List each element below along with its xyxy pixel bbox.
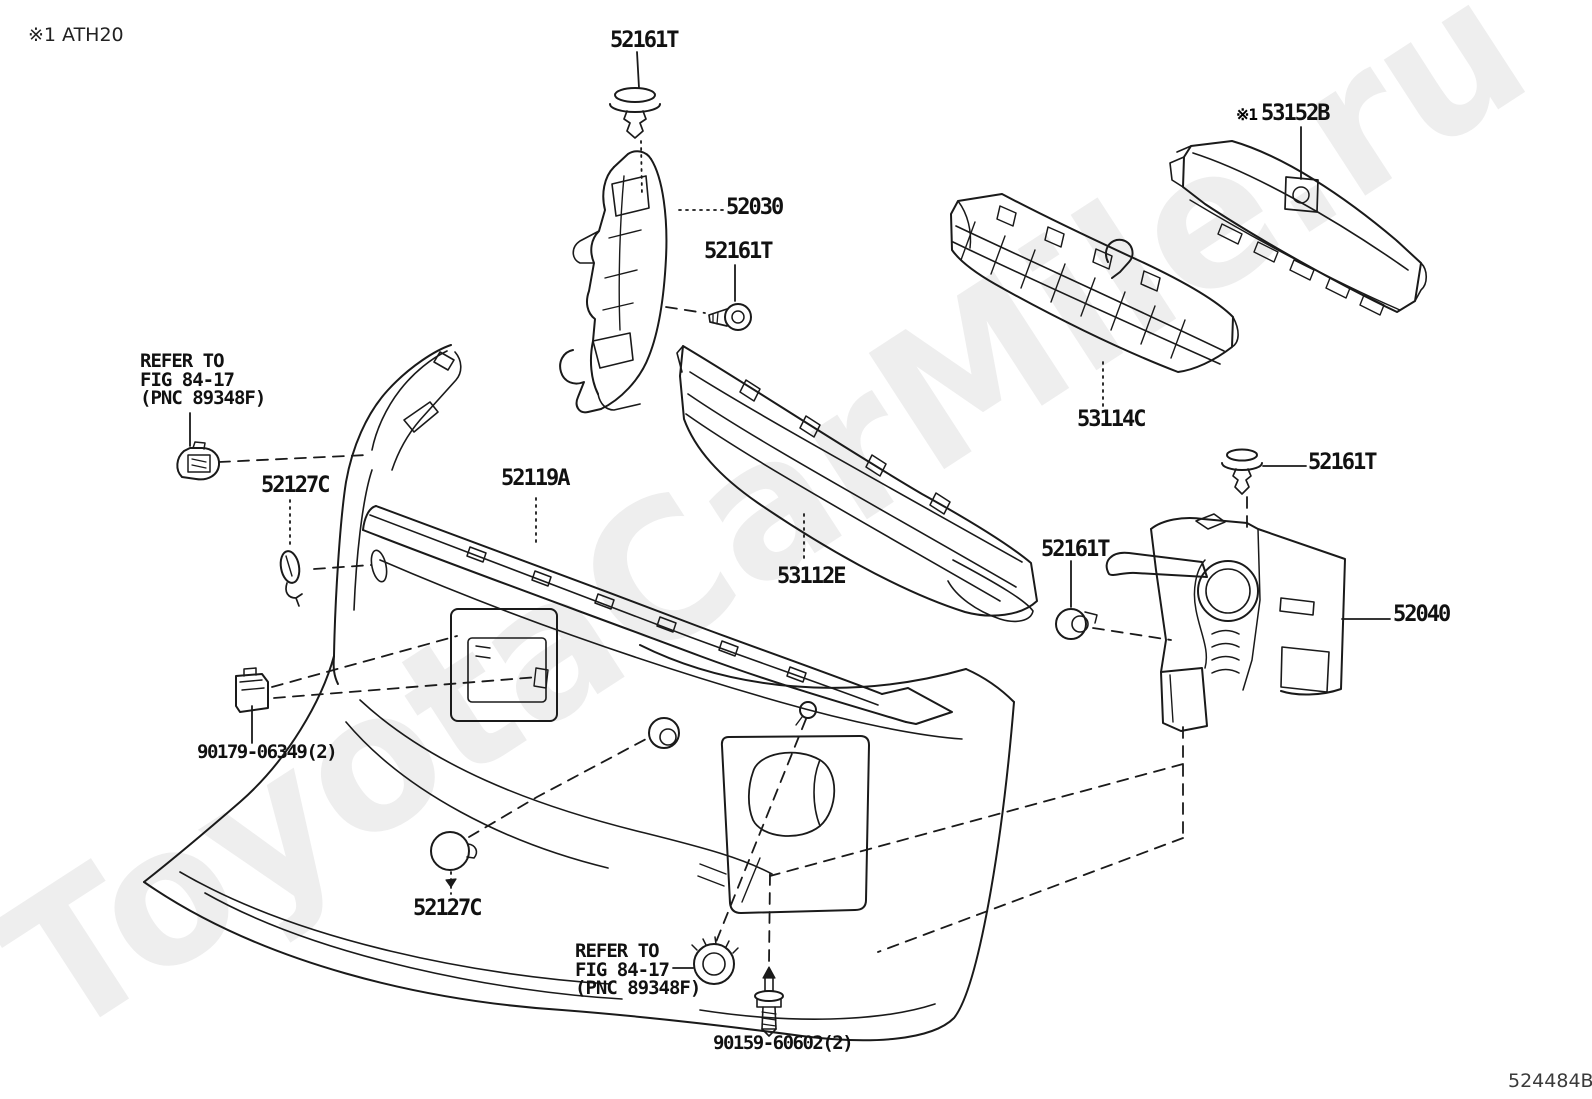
label-license-clip-90179: 90179-06349(2) bbox=[197, 741, 338, 763]
label-fog-bracket-52040: 52040 bbox=[1393, 602, 1451, 627]
leader-lines-dotted bbox=[289, 140, 1104, 895]
drawing-code: 524484B bbox=[1508, 1070, 1592, 1092]
bumper-retainer-ring-icon bbox=[691, 936, 739, 985]
hole-cover-bottom-icon bbox=[430, 831, 478, 888]
refer-note-bottom-line1: REFER TO bbox=[575, 940, 660, 962]
label-clip-mid: 52161T bbox=[704, 239, 773, 264]
refer-note-bottom: REFER TO FIG 84-17 (PNC 89348F) bbox=[575, 940, 701, 999]
label-clip-right: 52161T bbox=[1308, 450, 1377, 475]
front-bumper-cover-drawing bbox=[143, 344, 1015, 1042]
label-hole-cover-left-52127c: 52127C bbox=[261, 473, 330, 498]
label-bracket-upper-52030: 52030 bbox=[726, 195, 784, 220]
mounting-screw-icon bbox=[754, 966, 784, 1037]
assembly-dashed-lines bbox=[218, 306, 1248, 964]
label-hole-cover-bottom-52127c: 52127C bbox=[413, 896, 482, 921]
label-screw-90159: 90159-60602(2) bbox=[713, 1032, 854, 1054]
label-clip-top: 52161T bbox=[610, 28, 679, 53]
leader-lines-solid bbox=[189, 51, 1391, 969]
refer-note-left-line3: (PNC 89348F) bbox=[140, 387, 266, 409]
fog-lamp-bracket-drawing bbox=[1105, 513, 1346, 732]
clip-top-icon bbox=[609, 87, 661, 139]
label-grommet-right: 52161T bbox=[1041, 537, 1110, 562]
clip-right-icon bbox=[1221, 448, 1263, 495]
sensor-retainer-left-icon bbox=[176, 441, 221, 481]
watermark-text: ToyotaCarMile.ru bbox=[0, 0, 1563, 1080]
label-grille-cover-prefix: ※1 bbox=[1236, 105, 1258, 124]
refer-note-bottom-line2: FIG 84-17 bbox=[575, 958, 670, 981]
radiator-grille-upper-drawing bbox=[950, 193, 1239, 373]
label-grille-upper-53114c: 53114C bbox=[1077, 407, 1146, 432]
note-top-left: ※1 ATH20 bbox=[28, 24, 124, 46]
hole-cover-clip-left-icon bbox=[279, 550, 303, 607]
label-grille-cover-number: 53152B bbox=[1261, 101, 1330, 126]
label-grille-cover-53152b: ※1 53152B bbox=[1236, 101, 1331, 126]
grommet-icon bbox=[1055, 608, 1098, 640]
refer-note-left-line2: FIG 84-17 bbox=[140, 368, 235, 391]
bumper-retainer-bracket-drawing bbox=[559, 150, 668, 414]
clip-mid-icon bbox=[708, 303, 752, 331]
label-grille-lower-53112e: 53112E bbox=[777, 564, 846, 589]
license-plate-clip-icon bbox=[235, 667, 269, 713]
refer-note-left: REFER TO FIG 84-17 (PNC 89348F) bbox=[140, 350, 266, 409]
radiator-grille-cover-drawing bbox=[1169, 140, 1428, 316]
label-bumper-cover-52119a: 52119A bbox=[501, 466, 570, 491]
radiator-grille-lower-drawing bbox=[676, 345, 1038, 623]
refer-note-bottom-line3: (PNC 89348F) bbox=[575, 977, 701, 999]
refer-note-left-line1: REFER TO bbox=[140, 350, 225, 372]
